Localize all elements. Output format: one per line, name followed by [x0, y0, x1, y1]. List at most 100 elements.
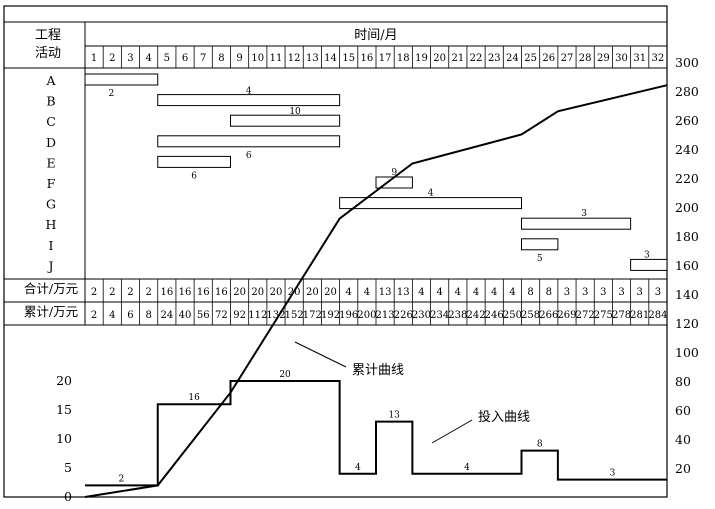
- month-cell: 3: [127, 53, 133, 64]
- total-cell: 4: [509, 287, 515, 298]
- investment-value-label: 13: [388, 411, 400, 421]
- cumulative-tick-label: 140: [675, 287, 699, 302]
- cumulative-tick-label: 120: [675, 316, 699, 331]
- gantt-cost-label: 4: [246, 87, 252, 97]
- cumulative-cell: 234: [430, 310, 449, 321]
- gantt-cost-label: 4: [428, 189, 434, 199]
- cumulative-curve-label: 累计曲线: [352, 363, 404, 378]
- total-cell: 4: [418, 287, 424, 298]
- total-cell: 2: [127, 287, 133, 298]
- activity-label: J: [46, 258, 53, 273]
- total-cell: 3: [600, 287, 606, 298]
- cumulative-tick-label: 160: [675, 258, 699, 273]
- gantt-cost-label: 6: [246, 151, 252, 161]
- activity-label: B: [46, 94, 55, 109]
- cumulative-cell: 266: [539, 310, 558, 321]
- gantt-cost-label: 10: [289, 107, 301, 117]
- cumulative-cell: 2: [91, 310, 97, 321]
- cumulative-tick-label: 20: [675, 461, 691, 476]
- cumulative-label-leader: [294, 341, 347, 368]
- total-cell: 13: [397, 287, 410, 298]
- cumulative-cell: 275: [594, 310, 613, 321]
- cumulative-tick-label: 60: [675, 403, 691, 418]
- total-cell: 3: [655, 287, 661, 298]
- cumulative-tick-label: 180: [675, 229, 699, 244]
- cumulative-cell: 230: [412, 310, 431, 321]
- cumulative-cell: 132: [266, 310, 285, 321]
- investment-value-label: 8: [537, 440, 543, 450]
- investment-value-label: 2: [119, 474, 125, 484]
- investment-tick-label: 5: [64, 460, 72, 475]
- outer-frame: [3, 5, 668, 498]
- month-cell: 20: [433, 53, 446, 64]
- cumulative-cell: 40: [179, 310, 192, 321]
- month-cell: 16: [361, 53, 374, 64]
- cumulative-cell: 4: [109, 310, 115, 321]
- month-cell: 10: [251, 53, 264, 64]
- cumulative-cell: 246: [485, 310, 504, 321]
- gantt-cost-label: 2: [109, 89, 115, 99]
- cumulative-tick-label: 300: [675, 55, 699, 70]
- total-cell: 3: [618, 287, 624, 298]
- cumulative-cell: 200: [357, 310, 376, 321]
- cumulative-cell: 269: [557, 310, 576, 321]
- month-cell: 2: [109, 53, 115, 64]
- cumulative-cell: 284: [648, 310, 667, 321]
- cumulative-tick-label: 80: [675, 374, 691, 389]
- cumulative-tick-label: 280: [675, 84, 699, 99]
- gantt-bar-c: [230, 114, 341, 127]
- investment-tick-label: 0: [64, 489, 72, 504]
- total-cell: 4: [364, 287, 370, 298]
- total-cell: 3: [582, 287, 588, 298]
- investment-curve-label: 投入曲线: [478, 409, 530, 425]
- cumulative-tick-label: 240: [675, 142, 699, 157]
- cumulative-cell: 281: [630, 310, 649, 321]
- cumulative-tick-label: 200: [675, 200, 699, 215]
- cumulative-tick-label: 260: [675, 113, 699, 128]
- cumulative-tick-label: 100: [675, 345, 699, 360]
- cumulative-cell: 152: [285, 310, 304, 321]
- gantt-bar-i: [521, 238, 559, 251]
- total-cell: 4: [491, 287, 497, 298]
- gantt-bar-d: [157, 135, 341, 148]
- investment-value-label: 3: [610, 469, 616, 479]
- month-cell: 17: [379, 53, 392, 64]
- month-cell: 6: [182, 53, 188, 64]
- total-cell: 16: [160, 287, 173, 298]
- cumulative-cell: 272: [576, 310, 595, 321]
- row-header-line2: 活动: [35, 46, 61, 61]
- curves: 2 16 20 4 13 4 8 3: [84, 84, 668, 498]
- cumulative-cell: 213: [376, 310, 395, 321]
- total-cell: 20: [324, 287, 337, 298]
- cumulative-cell: 250: [503, 310, 522, 321]
- total-cell: 20: [306, 287, 319, 298]
- month-cell: 14: [324, 53, 337, 64]
- investment-value-label: 4: [355, 463, 361, 473]
- total-cell: 8: [546, 287, 552, 298]
- total-cell: 3: [637, 287, 643, 298]
- month-cell: 31: [633, 53, 646, 64]
- investment-label-leader: [431, 419, 473, 444]
- total-cell: 20: [233, 287, 246, 298]
- cumulative-cell: 6: [127, 310, 133, 321]
- activity-label: G: [46, 197, 56, 212]
- total-cell: 13: [379, 287, 392, 298]
- month-cell: 13: [306, 53, 319, 64]
- cumulative-cell: 8: [145, 310, 151, 321]
- month-cell: 32: [652, 53, 665, 64]
- total-cell: 2: [145, 287, 151, 298]
- activity-label: I: [49, 238, 54, 253]
- row-header-line1: 工程: [35, 28, 61, 43]
- cumulative-cell: 238: [448, 310, 467, 321]
- month-cell: 25: [524, 53, 537, 64]
- month-cell: 5: [164, 53, 170, 64]
- cumulative-tick-label: 220: [675, 171, 699, 186]
- month-cell: 1: [91, 53, 97, 64]
- total-cell: 4: [346, 287, 352, 298]
- total-cell: 2: [91, 287, 97, 298]
- investment-tick-label: 20: [56, 373, 72, 388]
- total-cell: 16: [179, 287, 192, 298]
